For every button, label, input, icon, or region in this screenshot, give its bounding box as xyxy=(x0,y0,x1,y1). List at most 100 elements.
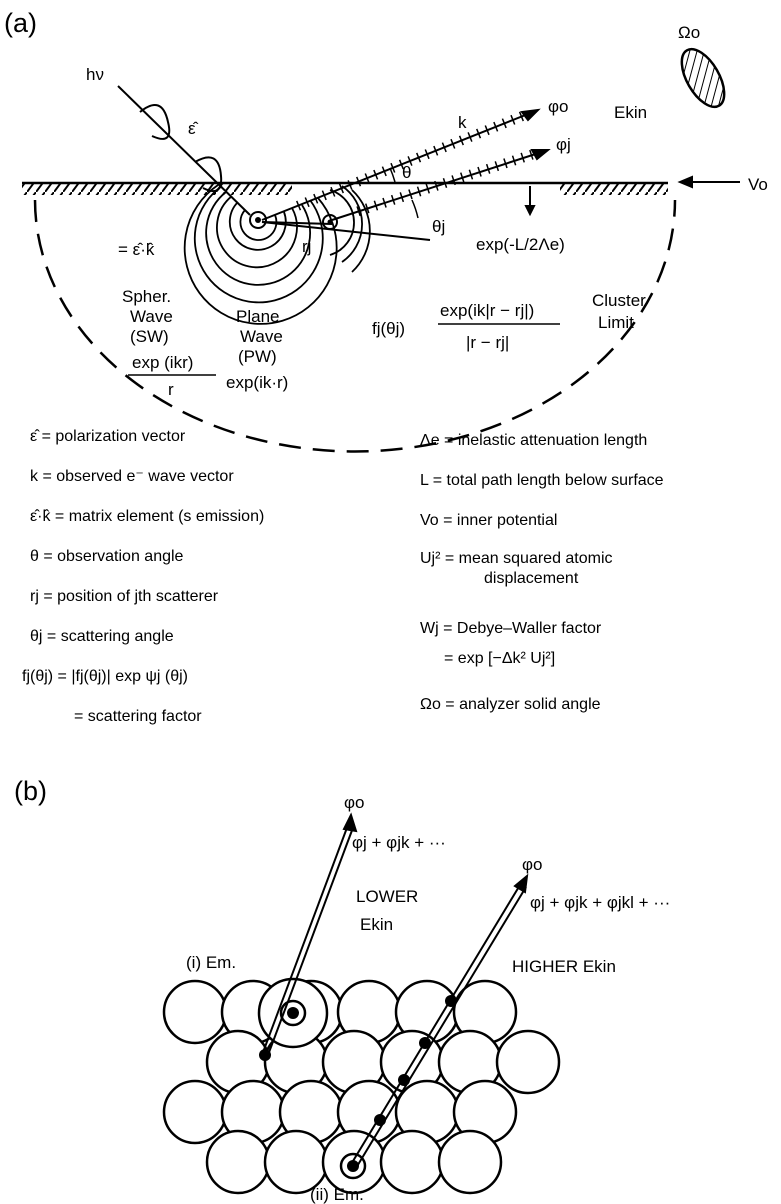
arrow-barb xyxy=(356,176,362,187)
arrow-barb xyxy=(381,166,387,177)
arrow-barb xyxy=(398,159,404,170)
svg-text:(SW): (SW) xyxy=(130,327,169,346)
v-o-label: Vo xyxy=(748,175,768,194)
theta-angle-arc xyxy=(389,167,396,183)
arrow-barb xyxy=(408,189,413,200)
lattice-atom xyxy=(379,1129,445,1195)
scattered-wave-formula: fj(θj) exp(ik|r − rj|) |r − rj| xyxy=(372,301,560,352)
polarization-label: ε̂ xyxy=(188,119,199,138)
arrow-barb xyxy=(458,135,464,146)
svg-text:Ωo = analyzer solid angle: Ωo = analyzer solid angle xyxy=(420,696,601,713)
emitter-ii-label: (ii) Em. xyxy=(310,1185,364,1204)
svg-text:= scattering factor: = scattering factor xyxy=(74,708,202,725)
k-vector-label: k xyxy=(458,113,467,132)
svg-text:(PW): (PW) xyxy=(238,347,277,366)
svg-text:L = total path length below su: L = total path length below surface xyxy=(420,472,664,489)
svg-text:r: r xyxy=(168,380,174,399)
arrow-barb xyxy=(503,158,508,169)
arrow-barb xyxy=(356,206,361,217)
arrow-barb xyxy=(425,183,430,194)
lattice-atom xyxy=(437,1129,503,1195)
emitter-ii-wave xyxy=(339,1152,367,1180)
arrow-barb xyxy=(476,128,482,139)
cluster-limit-boundary xyxy=(33,199,677,453)
svg-text:fj(θj): fj(θj) xyxy=(372,319,405,338)
arrow-barb xyxy=(364,173,370,184)
arrow-barb xyxy=(330,186,336,197)
phi-o-label: φo xyxy=(548,97,568,116)
arrow-barb xyxy=(390,194,396,205)
svg-text:Wj = Debye–Waller factor: Wj = Debye–Waller factor xyxy=(420,620,602,637)
arrow-barb xyxy=(529,149,534,160)
svg-text:exp (ikr): exp (ikr) xyxy=(132,353,193,372)
arrow-barb xyxy=(494,161,500,172)
inner-potential-arrow xyxy=(677,175,740,189)
matrix-element-label: = ε̂·k̂ xyxy=(118,240,155,259)
panel-a-label: (a) xyxy=(4,8,37,38)
arrow-barb xyxy=(520,152,525,163)
arrow-barb xyxy=(313,193,319,204)
arrow-barb xyxy=(467,132,473,142)
arrow-barb xyxy=(407,156,413,166)
svg-text:Λe = inelastic attenuation len: Λe = inelastic attenuation length xyxy=(420,432,647,449)
arrow-barb xyxy=(501,118,507,129)
svg-text:ε̂ = polarization vector: ε̂ = polarization vector xyxy=(30,428,186,445)
arrow-barb xyxy=(373,169,379,180)
svg-text:Cluster: Cluster xyxy=(592,291,646,310)
position-vector-rj xyxy=(261,221,333,225)
plane-wave-formula: exp(ik·r) xyxy=(226,373,288,392)
e-kin-label: Ekin xyxy=(614,103,647,122)
direct-wave-arrow xyxy=(261,108,541,221)
svg-text:Wave: Wave xyxy=(130,307,173,326)
attenuation-arrow xyxy=(524,186,536,217)
omega-o-label: Ωo xyxy=(678,23,700,42)
lattice-atom xyxy=(263,1129,329,1195)
arrow-barb xyxy=(451,175,456,186)
arrow-barb xyxy=(373,200,379,211)
emitter-atom xyxy=(249,211,267,229)
rj-label: rj xyxy=(302,237,311,256)
photon-beam xyxy=(117,85,251,216)
arrow-barb xyxy=(441,142,447,153)
svg-text:Vo = inner potential: Vo = inner potential xyxy=(420,512,557,529)
spherical-wave-label: Spher. Wave (SW) xyxy=(122,287,173,346)
arrow-barb xyxy=(433,145,439,156)
svg-text:θj = scattering angle: θj = scattering angle xyxy=(30,628,174,645)
arrow-barb xyxy=(511,155,517,166)
arrow-barb xyxy=(493,121,499,132)
arrow-barb xyxy=(304,197,310,208)
emitter-i-wave xyxy=(257,977,329,1049)
arrow-barb xyxy=(424,149,430,160)
svg-text:Spher.: Spher. xyxy=(122,287,171,306)
arrow-barb xyxy=(518,111,524,122)
svg-text:Uj² = mean squared atomic: Uj² = mean squared atomic xyxy=(420,550,613,567)
lattice-atom xyxy=(205,1129,271,1195)
panel-b-label: (b) xyxy=(14,776,47,806)
svg-text:rj = position of jth scatterer: rj = position of jth scatterer xyxy=(30,588,219,605)
emission-arrow-i xyxy=(261,812,358,1056)
svg-text:k = observed e⁻ wave vector: k = observed e⁻ wave vector xyxy=(30,468,234,485)
lattice-atom xyxy=(162,1079,228,1145)
lower-ekin-label: Ekin xyxy=(360,915,393,934)
higher-ekin-label: HIGHER Ekin xyxy=(512,957,616,976)
wave-sum-1: φj + φjk + ··· xyxy=(352,833,446,852)
arrow-barb xyxy=(434,180,439,191)
theta-label: θ xyxy=(402,163,411,182)
scattered-wave-fronts xyxy=(329,185,371,273)
analyzer-aperture xyxy=(680,47,726,109)
theta-j-angle-arc xyxy=(411,199,419,219)
svg-text:θ = observation angle: θ = observation angle xyxy=(30,548,184,565)
arrow-barb xyxy=(416,152,422,163)
arrow-barb xyxy=(390,162,396,173)
photon-energy-label: hν xyxy=(86,65,104,84)
phi-o-label-1: φo xyxy=(344,793,364,812)
svg-text:= exp [−Δk² Uj²]: = exp [−Δk² Uj²] xyxy=(444,650,555,667)
svg-text:ε̂·k̂ = matrix element (s emis: ε̂·k̂ = matrix element (s emission) xyxy=(30,508,264,525)
wave-sum-2: φj + φjk + φjkl + ··· xyxy=(530,893,670,912)
plane-wave-label: Plane Wave (PW) xyxy=(236,307,283,366)
phi-j-label: φj xyxy=(556,135,571,154)
arrow-barb xyxy=(365,203,370,214)
scattering-events xyxy=(259,995,457,1126)
scattered-wave-arrow xyxy=(331,149,551,221)
